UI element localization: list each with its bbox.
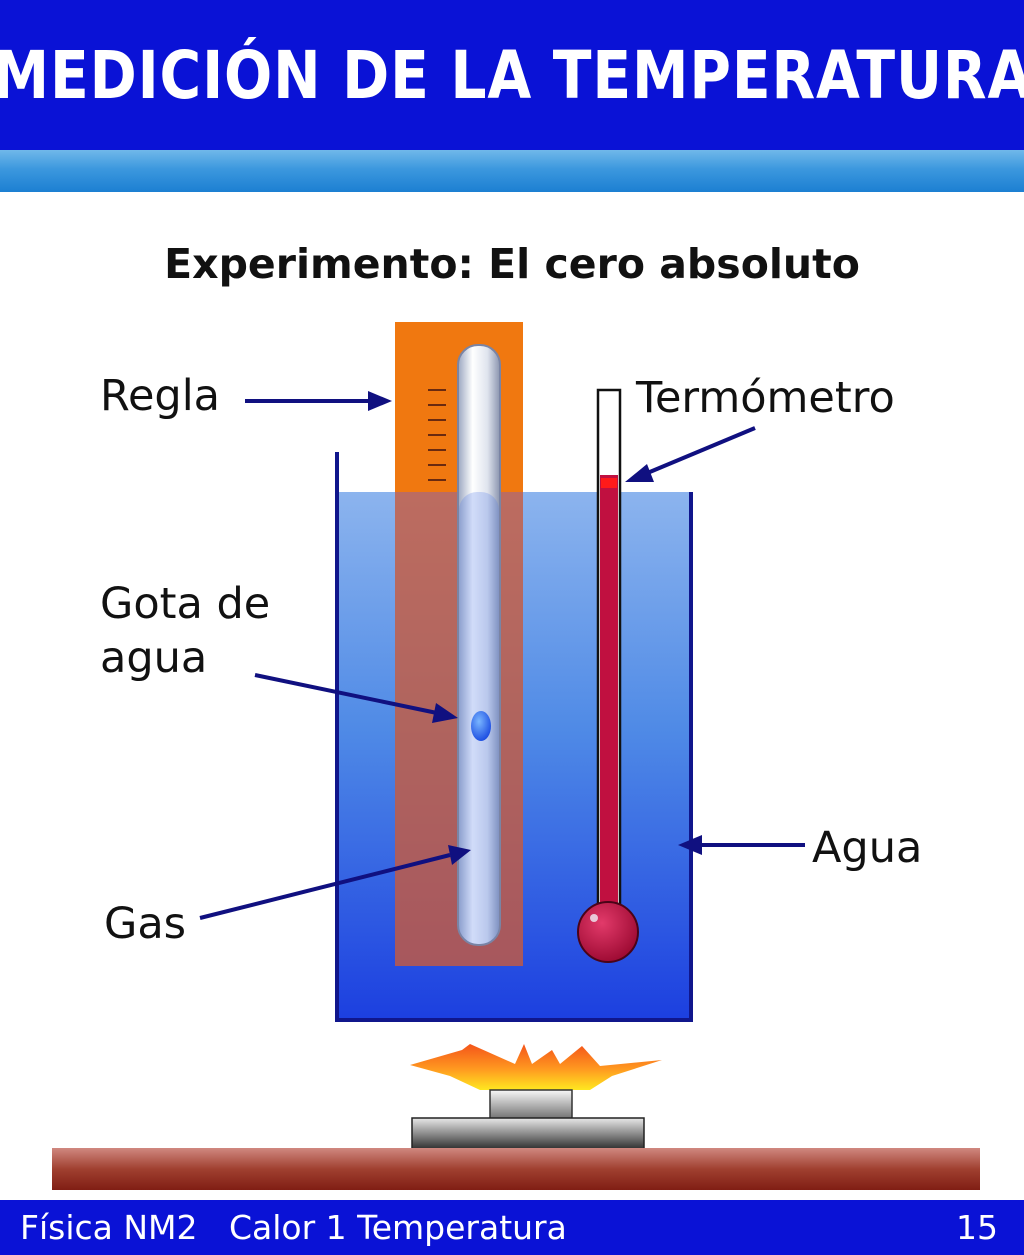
- label-termometro: Termómetro: [636, 373, 895, 423]
- pointer-arrows: [199, 391, 805, 920]
- header-gradient-band: [0, 150, 1024, 192]
- thermometer-mercury-top: [601, 478, 617, 488]
- experiment-subtitle: Experimento: El cero absoluto: [164, 240, 860, 288]
- flame: [410, 1044, 662, 1090]
- page-title: MEDICIÓN DE LA TEMPERATURA: [0, 36, 1024, 114]
- burner-nozzle: [489, 1089, 573, 1121]
- thermometer-bulb: [577, 901, 639, 963]
- label-agua: Agua: [812, 823, 923, 873]
- footer-course: Física NM2 Calor 1 Temperatura: [20, 1208, 567, 1247]
- burner-base: [411, 1117, 645, 1151]
- water-drop: [471, 711, 491, 741]
- label-regla: Regla: [100, 371, 220, 421]
- label-gas: Gas: [104, 899, 187, 949]
- table-surface: [52, 1148, 980, 1190]
- label-gota-line1: Gota de: [100, 579, 271, 629]
- thermometer-mercury: [600, 475, 618, 920]
- gas-tube: [457, 344, 501, 946]
- beaker: [335, 452, 693, 1022]
- title-banner: MEDICIÓN DE LA TEMPERATURA: [0, 0, 1024, 150]
- ruler-ticks: [428, 389, 446, 481]
- footer-bar: Física NM2 Calor 1 Temperatura 15: [0, 1200, 1024, 1255]
- thermometer-bulb-highlight: [590, 914, 598, 922]
- footer-page-number: 15: [956, 1208, 998, 1247]
- label-gota-line2: agua: [100, 633, 208, 683]
